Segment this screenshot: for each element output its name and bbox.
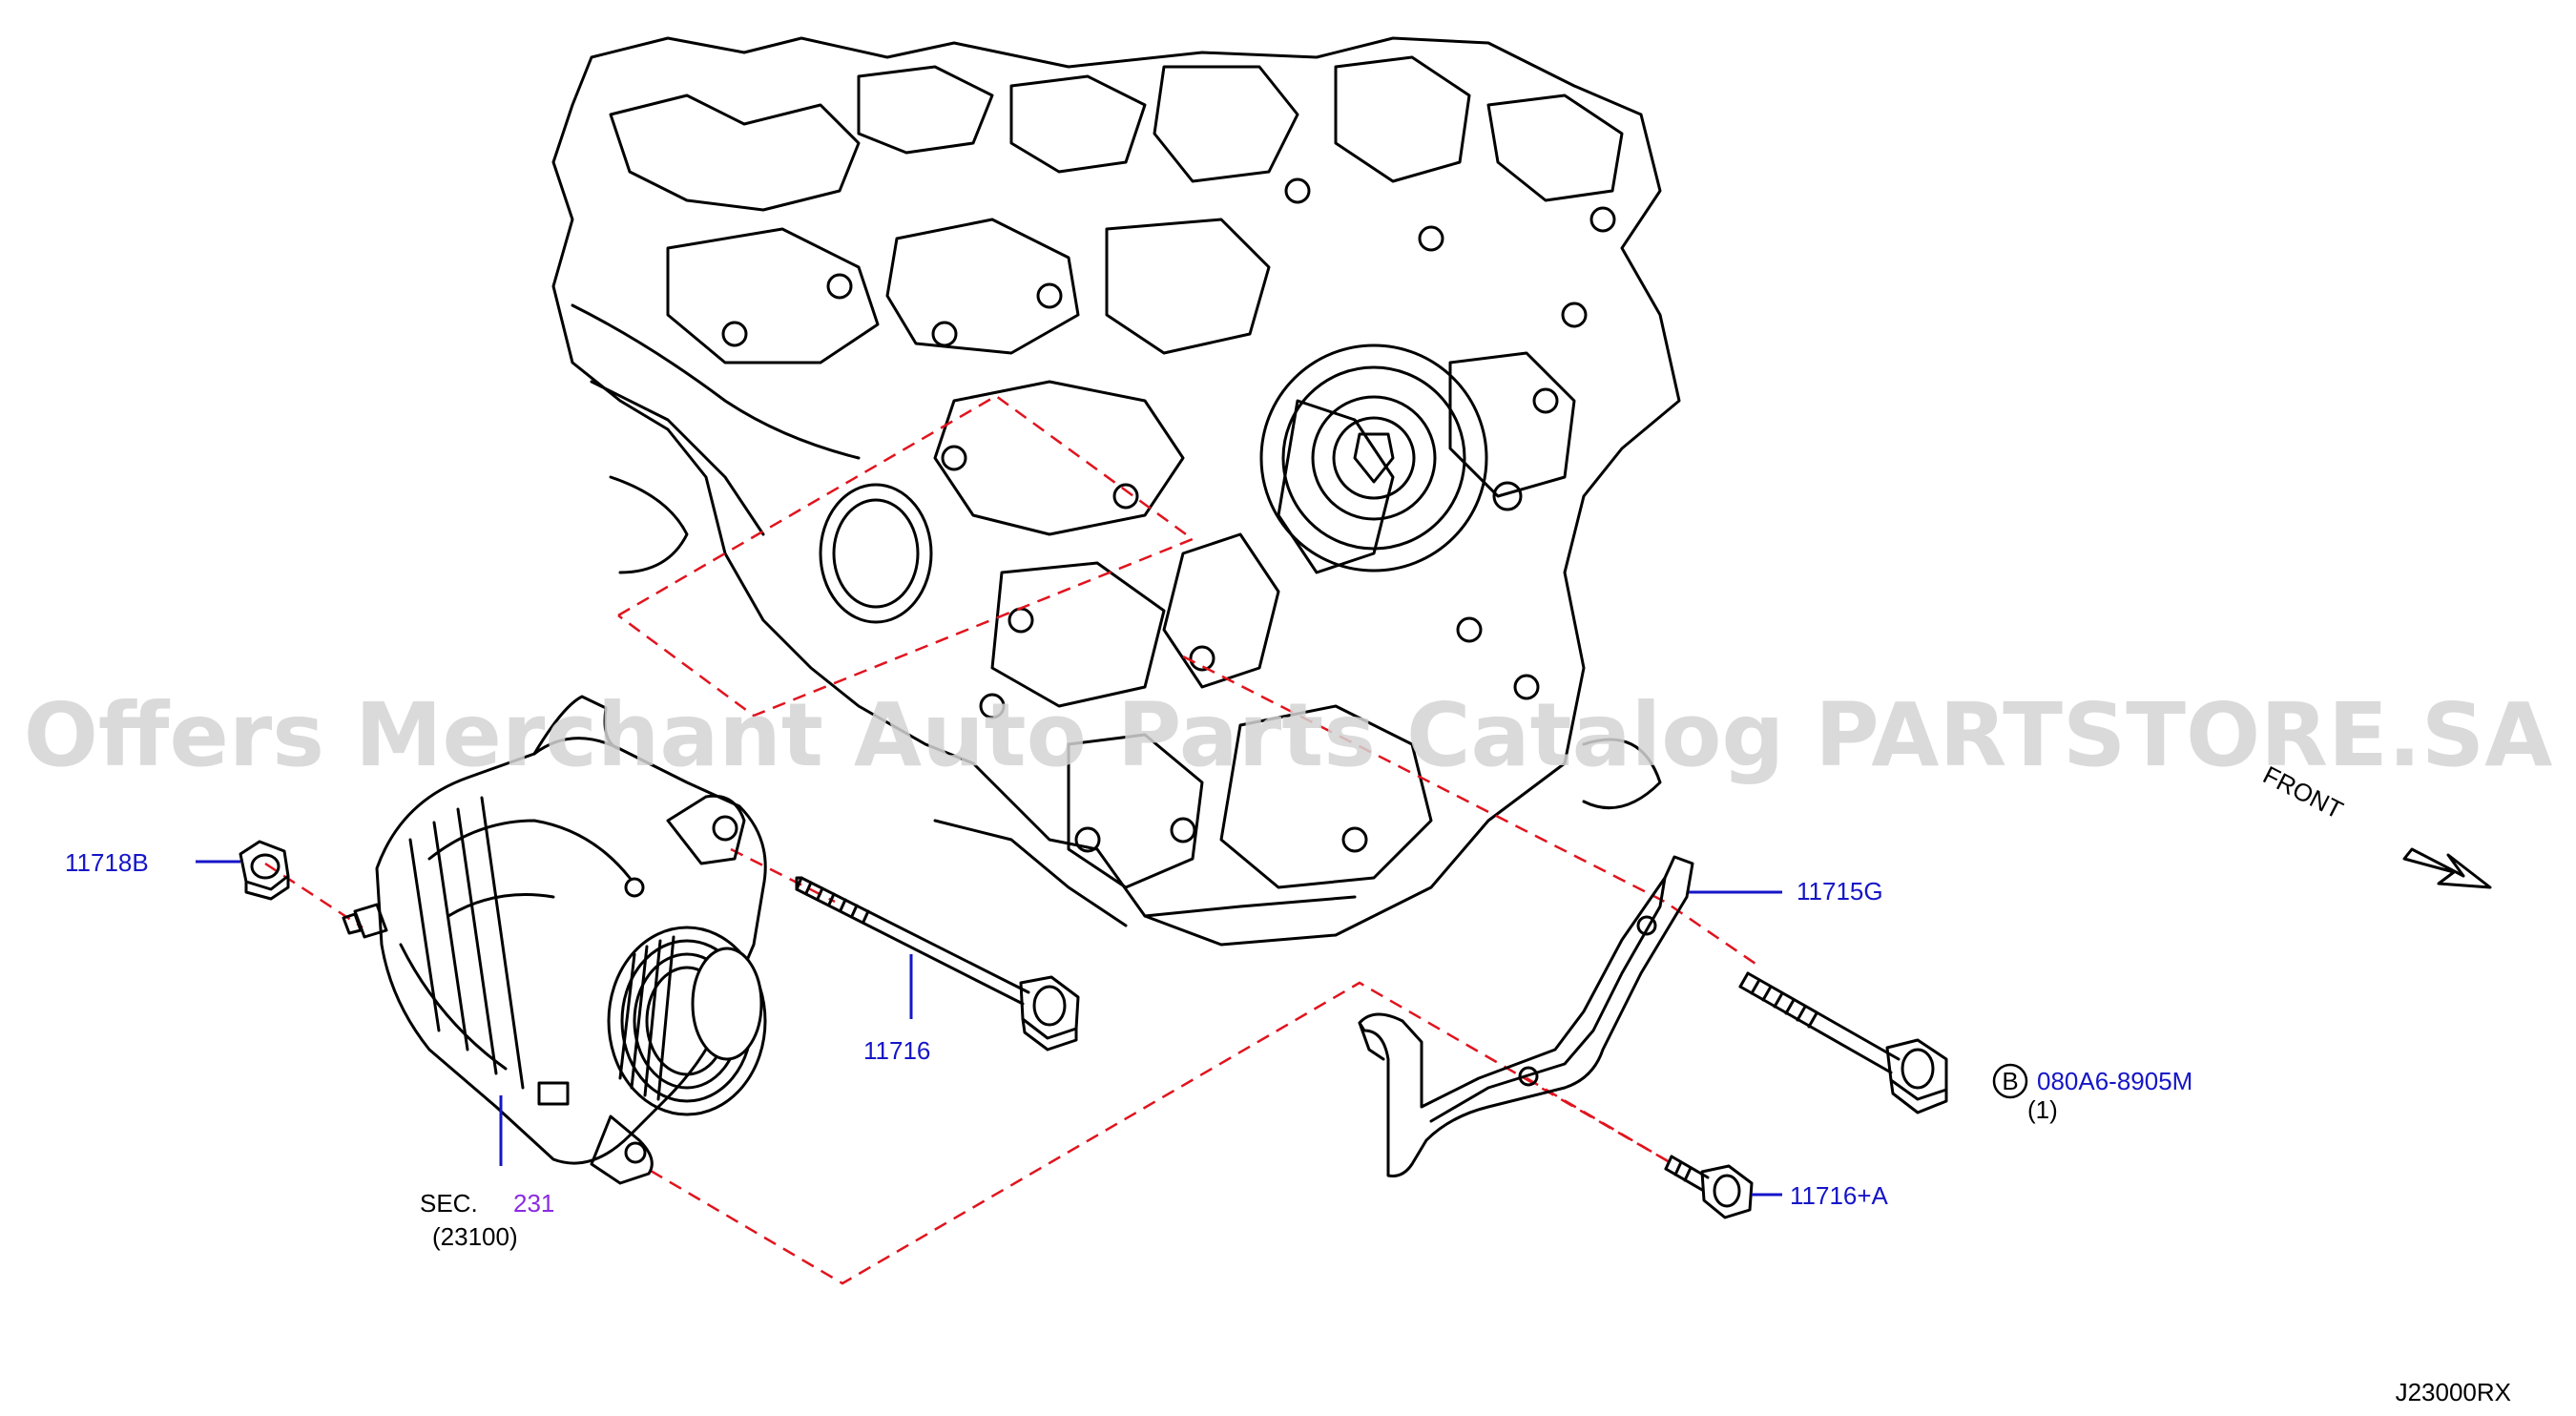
small-bolt-11716a <box>1664 1155 1754 1219</box>
nut-11718b <box>239 840 290 901</box>
callout-small-bolt[interactable]: 11716+A <box>1790 1181 1889 1210</box>
long-bolt-11716 <box>795 876 1080 1052</box>
callout-labels: 11718B 11715G 11716 B 080A6-8905M (1) 11… <box>65 848 2511 1406</box>
callout-nut[interactable]: 11718B <box>65 848 149 877</box>
reference-marker-circle <box>1992 1063 2028 1099</box>
bolt-080a6-8905m <box>1738 971 1948 1114</box>
callout-long-bolt[interactable]: 11716 <box>863 1036 930 1065</box>
section-number-link[interactable]: 231 <box>513 1189 554 1218</box>
alternator <box>342 695 767 1185</box>
section-prefix: SEC. <box>420 1189 478 1218</box>
bracket-11715g <box>1358 855 1694 1177</box>
callout-bolt-b[interactable]: 080A6-8905M <box>2037 1067 2192 1095</box>
watermark: Offers Merchant Auto Parts Catalog PARTS… <box>24 684 2553 786</box>
front-arrow-icon <box>2402 847 2492 889</box>
callout-bracket[interactable]: 11715G <box>1797 877 1883 906</box>
reference-marker-letter: B <box>2002 1067 2018 1095</box>
engine-block <box>551 36 1681 947</box>
section-reference: (23100) <box>432 1222 518 1251</box>
callout-bolt-b-quantity: (1) <box>2027 1095 2058 1124</box>
leader-lines <box>196 860 1782 1197</box>
diagram-code: J23000RX <box>2396 1378 2511 1406</box>
